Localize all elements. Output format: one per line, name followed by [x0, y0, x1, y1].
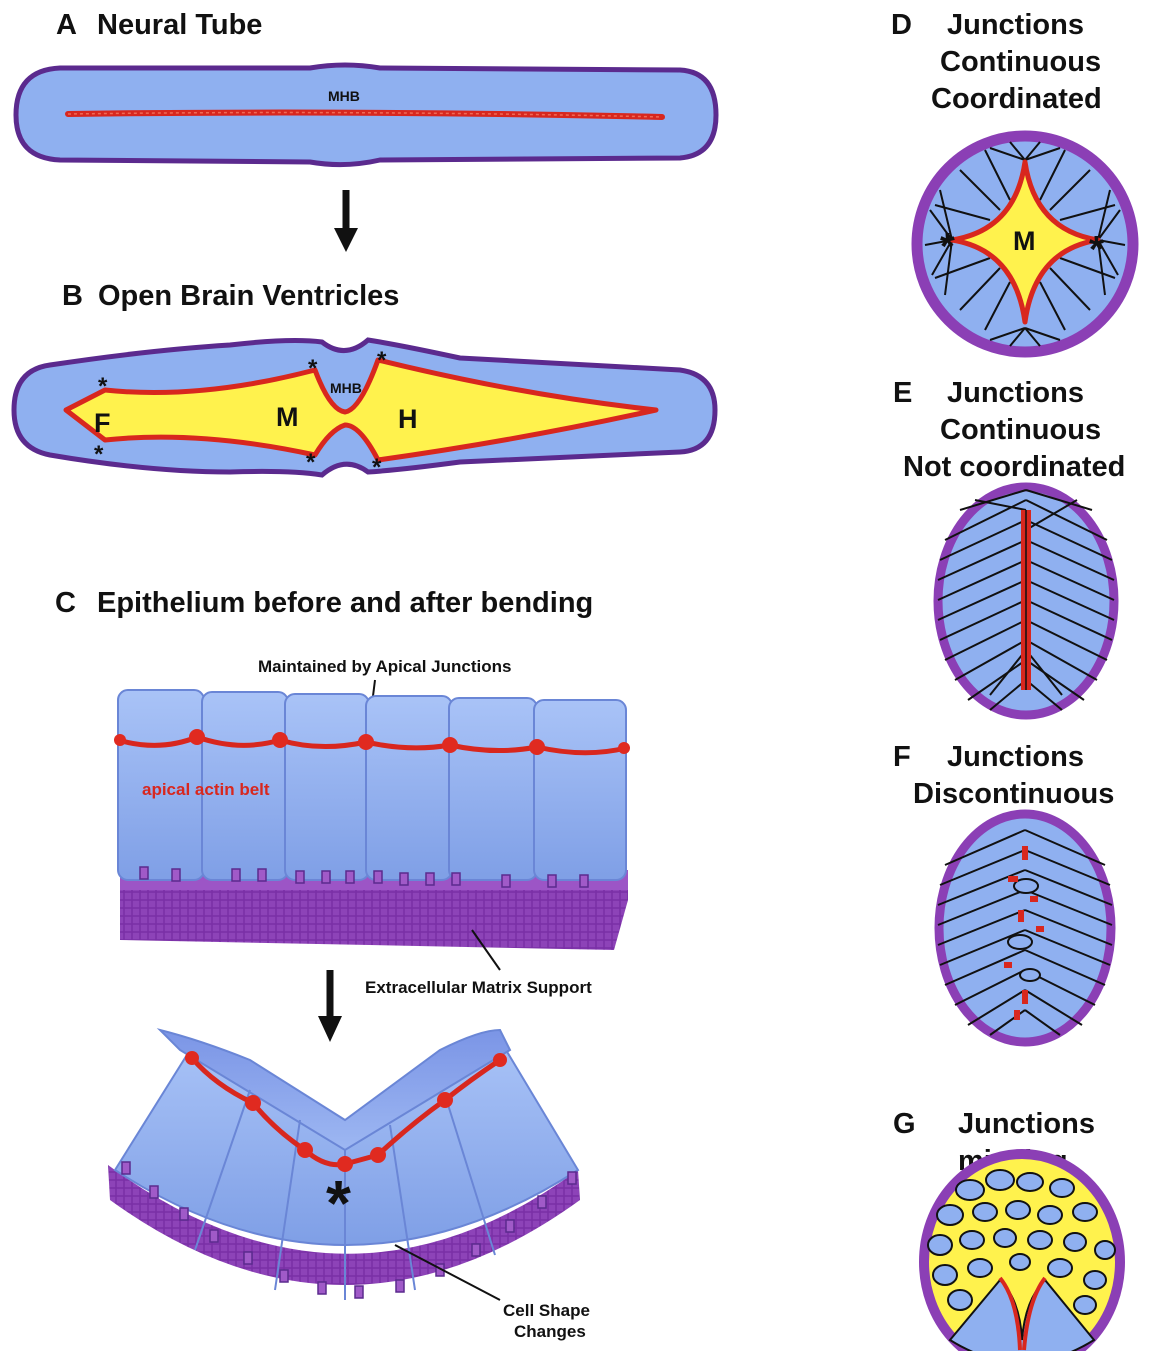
label-cell-shape-changes-2: Changes [514, 1322, 586, 1341]
panel-b-mhb: MHB [330, 380, 362, 396]
panel-e-title-line3: Not coordinated [903, 451, 1125, 483]
panel-d-title-line3: Coordinated [931, 83, 1102, 115]
asterisk: * [940, 226, 955, 268]
region-m: M [276, 402, 299, 432]
label-cell-shape-changes: Cell Shape [503, 1301, 590, 1320]
asterisk: * [98, 373, 108, 400]
panel-e-title-line2: Continuous [940, 414, 1101, 446]
panel-e: E Junctions Continuous Not coordinated [893, 377, 1125, 715]
panel-d-title-line2: Continuous [940, 46, 1101, 78]
panel-a-title: Neural Tube [97, 9, 262, 41]
cross-section-discontinuous [938, 814, 1112, 1042]
flat-epithelium [114, 690, 630, 950]
region-h: H [398, 404, 418, 434]
panel-e-title-line1: Junctions [947, 377, 1084, 409]
arrow-down-icon [334, 190, 358, 252]
panel-f-title-line2: Discontinuous [913, 778, 1114, 810]
panel-f-title-line1: Junctions [947, 741, 1084, 773]
asterisk: * [306, 449, 316, 476]
asterisk: * [94, 441, 104, 468]
label-apical-actin-belt: apical actin belt [142, 780, 270, 799]
label-maintained-by-apical-junctions: Maintained by Apical Junctions [258, 657, 511, 676]
asterisk: * [326, 1167, 351, 1239]
panel-b-title: Open Brain Ventricles [98, 280, 399, 312]
asterisk: * [308, 355, 318, 382]
label-extracellular-matrix-support: Extracellular Matrix Support [365, 978, 592, 997]
panel-d-letter: D [891, 9, 912, 41]
cross-section-not-coordinated [938, 487, 1114, 715]
panel-a: A Neural Tube MHB [16, 9, 716, 165]
panel-a-letter: A [56, 9, 77, 41]
panel-c-title: Epithelium before and after bending [97, 587, 593, 619]
cross-section-missing [924, 1154, 1120, 1351]
panel-a-mhb: MHB [328, 88, 360, 104]
cross-section-coordinated: M * * [917, 136, 1133, 352]
panel-f-letter: F [893, 741, 911, 773]
panel-b-letter: B [62, 280, 83, 312]
asterisk: * [377, 347, 387, 374]
panel-f: F Junctions Discontinuous [893, 741, 1114, 1042]
arrow-down-icon [318, 970, 342, 1042]
panel-d-title-line1: Junctions [947, 9, 1084, 41]
bent-epithelium: * [108, 1030, 580, 1300]
panel-e-letter: E [893, 377, 912, 409]
panel-c: C Epithelium before and after bending Ma… [55, 587, 630, 1341]
panel-g-title-line1: Junctions [958, 1108, 1095, 1140]
region-f: F [94, 408, 111, 438]
asterisk: * [372, 454, 382, 481]
panel-b: B Open Brain Ventricles F M H MHB * * * … [14, 280, 715, 481]
panel-d: D Junctions Continuous Coordinated M * * [891, 9, 1133, 352]
panel-g-letter: G [893, 1108, 916, 1140]
panel-c-letter: C [55, 587, 76, 619]
panel-g: G Junctions missing [893, 1108, 1120, 1351]
asterisk: * [1089, 229, 1104, 271]
panel-d-m: M [1013, 226, 1036, 256]
